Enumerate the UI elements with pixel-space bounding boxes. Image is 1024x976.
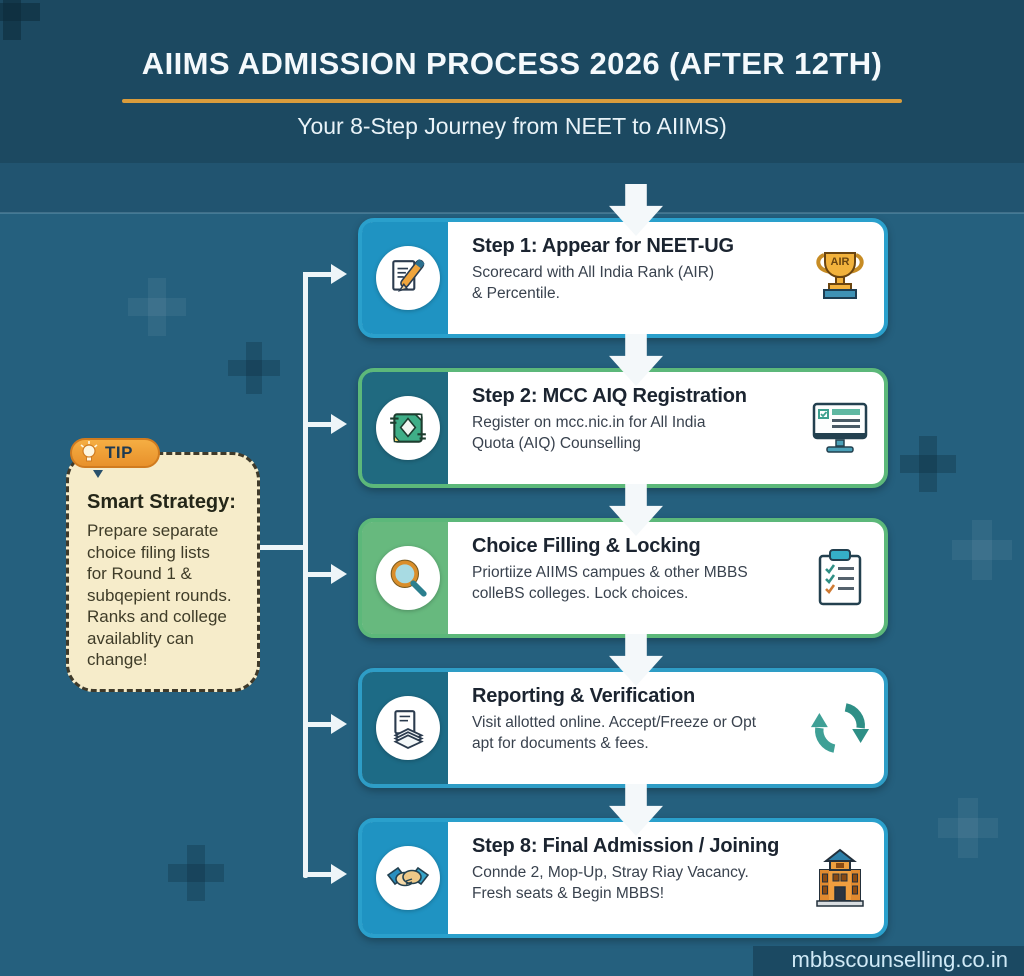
header-strip bbox=[0, 163, 1024, 213]
plus-decoration bbox=[128, 278, 186, 336]
card-icon-circle bbox=[376, 246, 440, 310]
card-icon-circle bbox=[376, 546, 440, 610]
connector-branch bbox=[303, 422, 333, 427]
step-card-4: Reporting & Verification Visit allotted … bbox=[358, 668, 888, 788]
step-title: Choice Filling & Locking bbox=[472, 535, 701, 557]
step-description: Visit allotted online. Accept/Freeze or … bbox=[472, 714, 757, 752]
step-title: Step 8: Final Admission / Joining bbox=[472, 835, 780, 857]
tip-connector-line bbox=[252, 545, 304, 550]
page-title: AIIMS ADMISSION PROCESS 2026 (AFTER 12TH… bbox=[141, 46, 883, 81]
connector-branch bbox=[303, 572, 333, 577]
step-description: Scorecard with All India Rank (AIR) & Pe… bbox=[472, 264, 715, 302]
plus-decoration bbox=[952, 520, 1012, 580]
tip-badge: TIP bbox=[70, 438, 160, 468]
tip-title: Smart Strategy: bbox=[87, 491, 236, 513]
step-card-3: Choice Filling & Locking Priortiize AIIM… bbox=[358, 518, 888, 638]
connector-branch bbox=[303, 272, 333, 277]
pencil-document-icon bbox=[392, 259, 425, 292]
branch-arrowhead-icon bbox=[331, 714, 347, 734]
background-seam bbox=[0, 212, 1024, 214]
plus-decoration bbox=[168, 845, 224, 901]
documents-stack-icon bbox=[393, 710, 424, 749]
branch-arrowhead-icon bbox=[331, 564, 347, 584]
form-icon bbox=[390, 413, 426, 443]
tip-body: Prepare separate choice filing lists for… bbox=[87, 521, 232, 670]
card-icon-circle bbox=[376, 696, 440, 760]
svg-text:AIR: AIR bbox=[831, 256, 850, 268]
footer-website: mbbscounselling.co.in bbox=[791, 947, 1008, 972]
tip-badge-pointer-icon bbox=[93, 470, 103, 478]
branch-arrowhead-icon bbox=[331, 864, 347, 884]
handshake-icon bbox=[386, 866, 430, 887]
page-subtitle: Your 8-Step Journey from NEET to AIIMS) bbox=[297, 113, 727, 139]
branch-arrowhead-icon bbox=[331, 414, 347, 434]
magnifier-icon bbox=[390, 559, 427, 597]
step-card-5: Step 8: Final Admission / Joining Connde… bbox=[358, 818, 888, 938]
refresh-icon bbox=[810, 694, 870, 762]
step-card-1: Step 1: Appear for NEET-UG Scorecard wit… bbox=[358, 218, 888, 338]
step-title: Reporting & Verification bbox=[472, 685, 696, 707]
footer-band bbox=[753, 946, 1024, 976]
plus-decoration bbox=[228, 342, 280, 394]
step-title: Step 1: Appear for NEET-UG bbox=[472, 235, 734, 257]
title-divider bbox=[122, 99, 902, 103]
header-band bbox=[0, 0, 1024, 163]
step-title: Step 2: MCC AIQ Registration bbox=[472, 385, 747, 407]
tip-box: Smart Strategy: Prepare separate choice … bbox=[66, 452, 260, 692]
lightbulb-icon bbox=[80, 441, 98, 462]
connector-branch bbox=[303, 872, 333, 877]
step-description: Priortiize AIIMS campues & other MBBS co… bbox=[472, 564, 748, 602]
connector-branch bbox=[303, 722, 333, 727]
branch-arrowhead-icon bbox=[331, 264, 347, 284]
card-icon-circle bbox=[376, 396, 440, 460]
step-description: Connde 2, Mop-Up, Stray Riay Vacancy. Fr… bbox=[472, 864, 749, 902]
card-icon-circle bbox=[376, 846, 440, 910]
building-icon bbox=[810, 844, 870, 912]
plus-decoration bbox=[900, 436, 956, 492]
step-description: Register on mcc.nic.in for All India Quo… bbox=[472, 414, 706, 452]
step-card-2: Step 2: MCC AIQ Registration Register on… bbox=[358, 368, 888, 488]
trophy-icon: AIR bbox=[810, 244, 870, 312]
plus-decoration bbox=[938, 798, 998, 858]
checklist-icon bbox=[810, 544, 870, 612]
monitor-icon bbox=[810, 394, 870, 462]
tip-badge-label: TIP bbox=[105, 443, 133, 462]
